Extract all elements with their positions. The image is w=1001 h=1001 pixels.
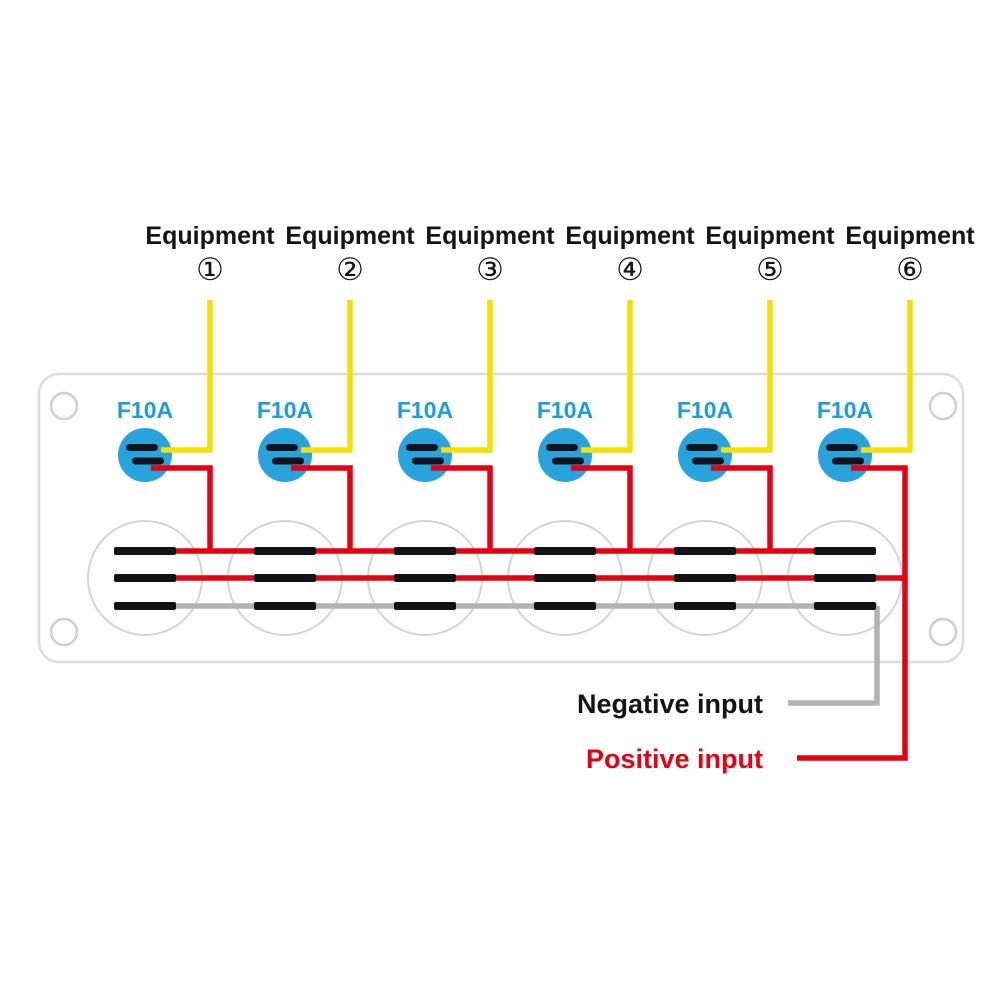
channel-6: Equipment ⑥ F10A [797,222,975,761]
fuse-to-switch-wire [151,465,213,553]
equipment-number: ③ [476,252,504,288]
equipment-wire-yellow [441,300,493,453]
equipment-wire-yellow [161,300,213,453]
fuse-holder [118,428,172,482]
fuse-label: F10A [397,397,453,423]
positive-feed-wire [797,465,908,761]
fuse-slot [412,457,444,465]
fuse-to-switch-wire [571,465,633,553]
fuse-label: F10A [537,397,593,423]
fuse-label: F10A [117,397,173,423]
switch-terminal [814,547,876,555]
equipment-label: Equipment [285,222,415,250]
fuse-slot [272,457,304,465]
fuse-slot [406,444,438,451]
fuse-slot [552,457,584,465]
switch-terminal [114,574,176,582]
fuse-slot [126,444,158,451]
screw-hole [49,617,79,647]
screw-hole [928,617,958,647]
fuse-slot [832,457,864,465]
fuse-holder [398,428,452,482]
switch-terminal [674,574,736,582]
channel-2: Equipment ② F10A [254,222,415,610]
switch-terminal [674,547,736,555]
equipment-label: Equipment [705,222,835,250]
equipment-wire-yellow [721,300,773,453]
fuse-to-switch-wire [711,465,773,553]
equipment-number: ⑤ [756,252,784,288]
equipment-wire-yellow [581,300,633,453]
switch-terminal [674,602,736,610]
equipment-label: Equipment [845,222,975,250]
negative-input-label: Negative input [577,689,763,719]
equipment-number: ⑥ [896,252,924,288]
switch-terminal [394,547,456,555]
screw-hole [928,391,958,421]
fuse-label: F10A [817,397,873,423]
equipment-label: Equipment [425,222,555,250]
channel-4: Equipment ④ F10A [534,222,695,610]
equipment-label: Equipment [145,222,275,250]
switch-terminal [114,602,176,610]
fuse-holder [258,428,312,482]
equipment-wire-yellow [861,300,913,453]
switch-terminal [534,602,596,610]
fuse-slot [686,444,718,451]
fuse-holder [818,428,872,482]
positive-input-label: Positive input [586,744,763,774]
switch-terminal [534,547,596,555]
switch-terminal [254,574,316,582]
channel-5: Equipment ⑤ F10A [674,222,835,610]
switch-terminal [114,547,176,555]
fuse-holder [538,428,592,482]
equipment-wire-yellow [301,300,353,453]
channel-1: Equipment ① F10A [114,222,275,610]
switch-terminal [394,574,456,582]
negative-feed-wire [788,606,880,706]
equipment-label: Equipment [565,222,695,250]
equipment-number: ④ [616,252,644,288]
fuse-slot [132,457,164,465]
switch-terminal [534,574,596,582]
fuse-slot [826,444,858,451]
equipment-number: ② [336,252,364,288]
equipment-number: ① [196,252,224,288]
switch-terminal [254,602,316,610]
screw-hole [49,391,79,421]
switch-terminal [254,547,316,555]
switch-terminal [814,574,876,582]
fuse-label: F10A [677,397,733,423]
fuse-slot [692,457,724,465]
channel-3: Equipment ③ F10A [394,222,555,610]
fuse-slot [546,444,578,451]
switch-terminal [814,602,876,610]
fuse-label: F10A [257,397,313,423]
fuse-holder [678,428,732,482]
fuse-to-switch-wire [291,465,353,553]
fuse-slot [266,444,298,451]
fuse-to-switch-wire [431,465,493,553]
switch-terminal [394,602,456,610]
